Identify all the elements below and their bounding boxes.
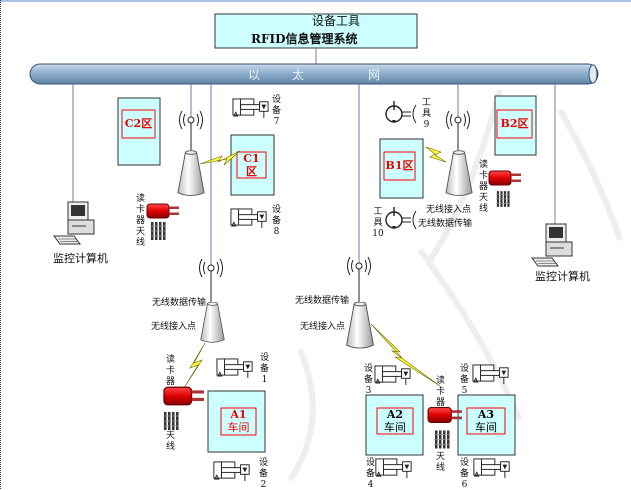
tower-icon (177, 150, 205, 196)
rfid-reader-icon (163, 386, 205, 406)
zone-a2-code: A2 (386, 408, 404, 421)
wireless-ap-label-b: 无线接入点 (426, 205, 472, 215)
zone-b2-label: B2区 (500, 117, 529, 130)
zone-a2-suffix: 车间 (384, 421, 406, 434)
rfid-reader-icon (488, 170, 522, 186)
reader-antenna-label-c: 读卡器天线 (136, 194, 146, 248)
zone-panels (117, 95, 537, 456)
watermark (287, 89, 623, 482)
access-point-a1 (199, 258, 225, 343)
zone-a3-suffix: 车间 (475, 421, 497, 434)
rfid-reader-icon (427, 406, 463, 424)
device-1-label: 设备1 (260, 353, 270, 385)
device-7-label: 设备7 (272, 95, 282, 127)
device-8-label: 设备8 (272, 205, 282, 237)
device-4-label: 设备4 (366, 458, 376, 490)
device-2-label: 设备2 (259, 458, 269, 490)
zone-c1-panel (230, 134, 275, 196)
zone-c2-label: C2区 (124, 117, 153, 130)
cylinder-device-4-icon (375, 458, 412, 478)
ethernet-char: 网 (368, 68, 382, 82)
ethernet-char: 太 (292, 68, 306, 82)
wireless-ap-label-a1: 无线接入点 (151, 322, 197, 332)
zone-b1-panel (379, 138, 424, 199)
device-6-label: 设备6 (460, 458, 470, 490)
lightning-icon (425, 146, 447, 163)
cylinder-device-3-icon (374, 365, 411, 385)
zone-c2-panel (117, 97, 161, 166)
device-5-label: 设备5 (460, 364, 470, 396)
zone-c1-suffix: 区 (246, 165, 257, 178)
access-point-c (177, 110, 205, 196)
tool-9-icon (385, 101, 417, 124)
zone-a1-code: A1 (230, 408, 247, 421)
monitor-pc-label-left: 监控计算机 (53, 252, 108, 265)
rfid-antenna-icon (434, 430, 450, 449)
zone-c1-code: C1 (243, 152, 260, 165)
tower-icon (200, 302, 225, 343)
cylinder-device-6-icon (473, 458, 510, 478)
title-line1: 设备工具 (312, 14, 361, 28)
tool-10-icon (385, 207, 417, 230)
tool-9-label: 工具9 (422, 98, 432, 130)
reader-label-a1: 读卡器 (166, 355, 176, 387)
monitor-computer-left-icon (53, 201, 95, 245)
tower-icon (346, 302, 374, 349)
zone-b2-panel (494, 95, 537, 156)
wireless-data-label-a23: 无线数据传输 (295, 296, 350, 306)
lightning-icon (370, 323, 441, 387)
cylinder-device-2-icon (213, 461, 250, 481)
rfid-antenna-icon (163, 411, 179, 431)
device-3-label: 设备3 (364, 364, 374, 396)
access-point-a23 (346, 256, 374, 349)
title-line2: RFID信息管理系统 (251, 32, 358, 46)
zone-a1-suffix: 车间 (227, 421, 250, 434)
zone-b1-label: B1区 (385, 159, 414, 172)
cylinder-device-1-icon (216, 358, 253, 378)
wireless-data-label-b: 无线数据传输 (418, 219, 473, 229)
tower-icon (445, 150, 473, 196)
monitor-computer-right-icon (531, 223, 573, 267)
tool-10-label: 工具10 (372, 207, 384, 239)
rfid-antenna-icon (150, 222, 166, 240)
wireless-data-label-a1: 无线数据传输 (152, 298, 207, 308)
access-point-b (445, 110, 473, 196)
antenna-label-a1: 天线 (166, 431, 176, 452)
reader-label-a23: 读卡器 (436, 376, 446, 408)
monitor-pc-label-right: 监控计算机 (535, 270, 590, 283)
wireless-ap-label-a23: 无线接入点 (300, 322, 346, 332)
rfid-antenna-icon (496, 190, 510, 208)
zone-label-frames (121, 109, 533, 436)
lightning-icon (199, 150, 241, 166)
ethernet-bus (29, 63, 599, 85)
lightning-icon (183, 342, 206, 389)
cylinder-device-8-icon (230, 208, 267, 228)
ethernet-char: 以 (248, 68, 262, 82)
cylinder-device-7-icon (232, 98, 269, 118)
antenna-label-a23: 天线 (436, 452, 446, 473)
rfid-reader-icon (146, 203, 180, 219)
reader-antenna-label-b: 读卡器天线 (479, 160, 489, 214)
zone-a3-code: A3 (477, 408, 495, 421)
